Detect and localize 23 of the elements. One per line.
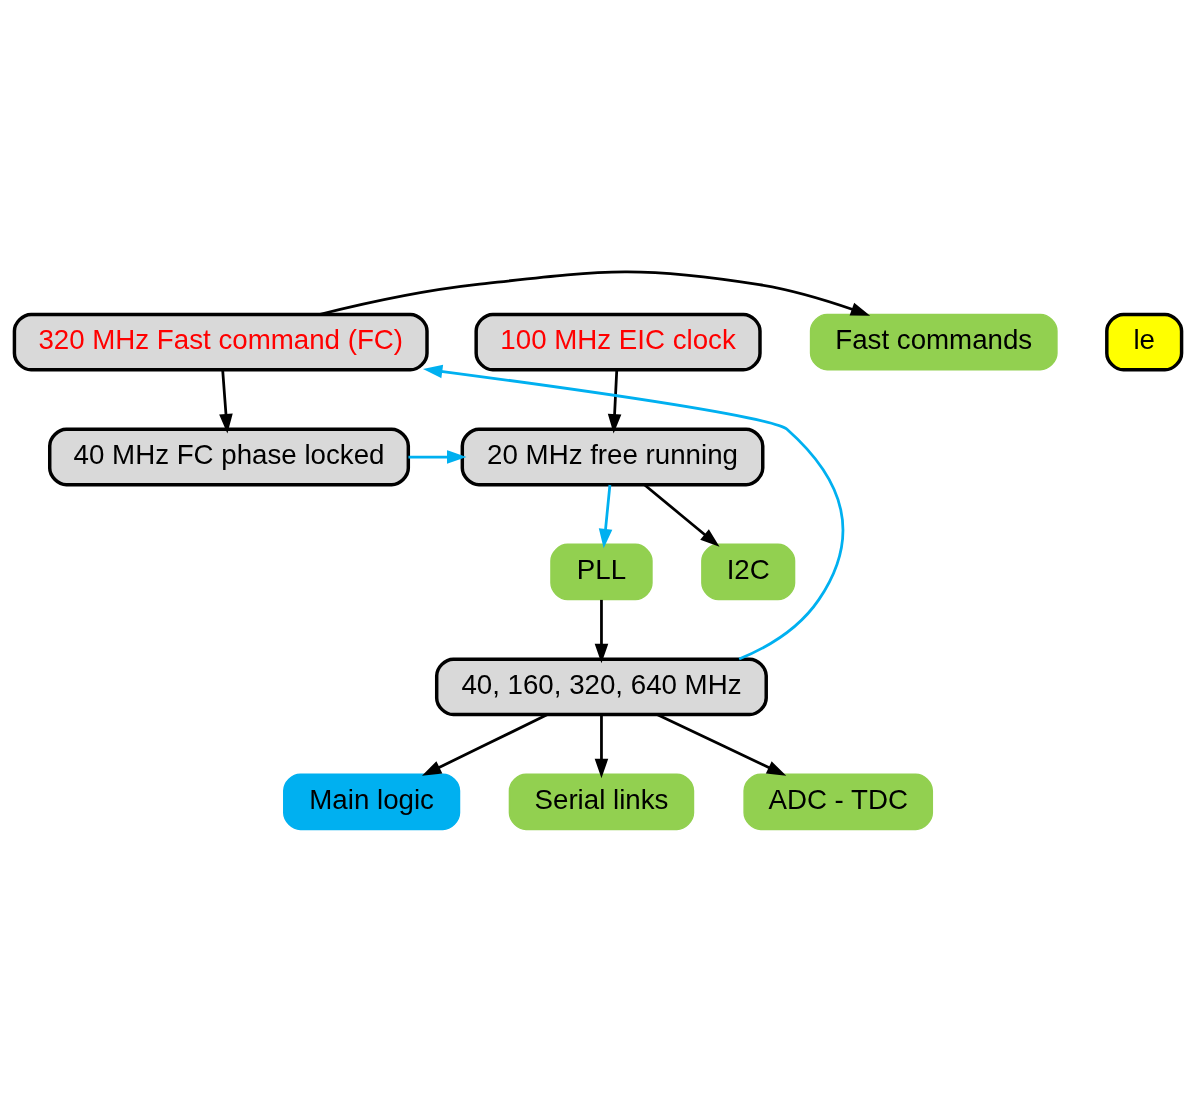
node-box: Fast commands (809, 313, 1058, 370)
arrow (421, 713, 548, 776)
node-box: 20 MHz free running (460, 427, 765, 486)
node-box: 320 MHz Fast command (FC) (12, 312, 429, 372)
arrow (423, 364, 845, 660)
node-box: Serial links (508, 772, 695, 830)
node-box: I2C (701, 543, 796, 600)
node-box: PLL (550, 543, 653, 600)
node-box: ADC - TDC (743, 772, 934, 830)
node-box: 100 MHz EIC clock (474, 312, 762, 372)
arrow (219, 369, 233, 433)
arrow (594, 714, 609, 778)
arrow (598, 484, 613, 548)
node-box: 40, 160, 320, 640 MHz (434, 656, 768, 716)
arrow (607, 369, 622, 433)
arrow (319, 270, 871, 316)
node-box: Main logic (283, 772, 461, 830)
arrow (656, 713, 787, 776)
arrow (594, 599, 609, 663)
node-box: 40 MHz FC phase locked (48, 427, 411, 486)
arrow (408, 449, 467, 464)
arrow (643, 483, 720, 547)
node-box: le (1105, 312, 1184, 372)
